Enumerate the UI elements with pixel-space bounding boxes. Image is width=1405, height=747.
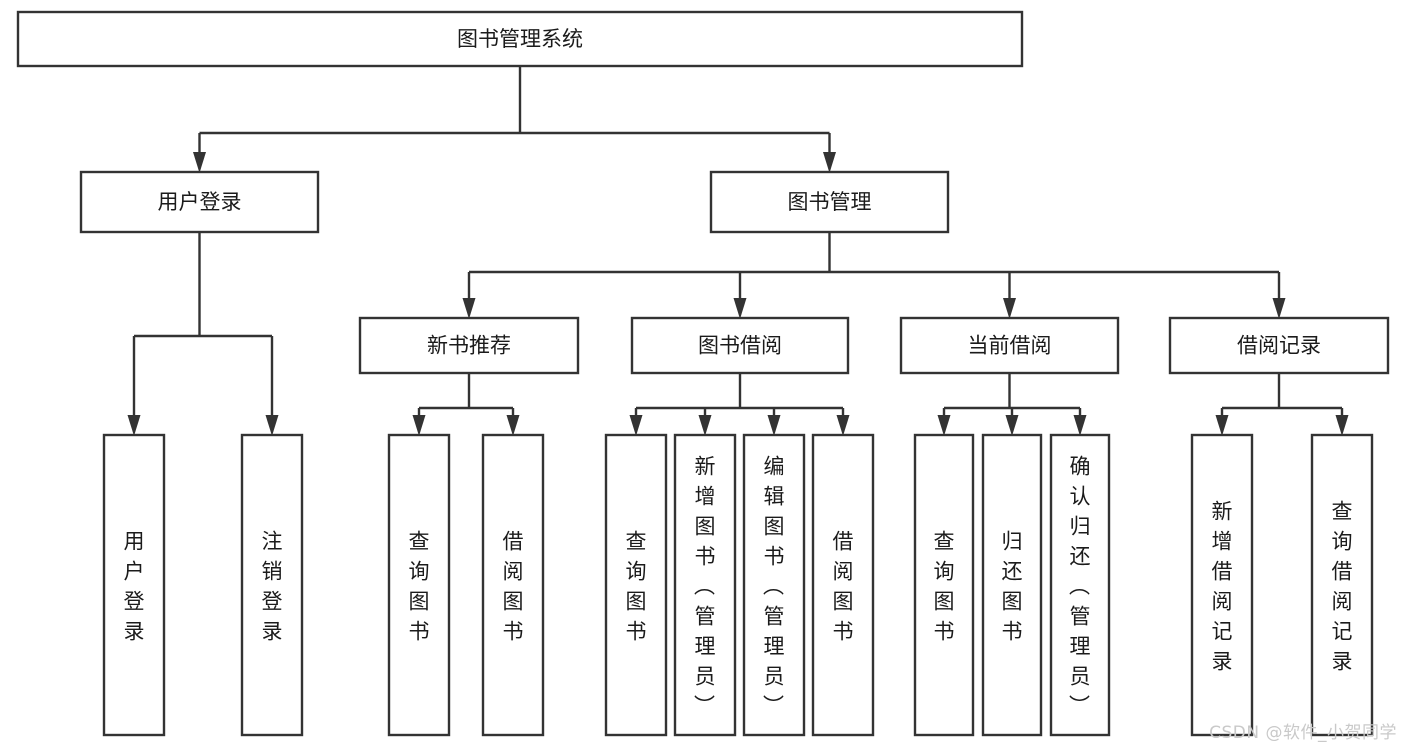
node-box-leaf-borrow-lend[interactable] <box>811 433 875 737</box>
node-box-login[interactable] <box>79 170 320 234</box>
node-leaf-record-add[interactable]: 新增借阅记录 <box>1190 433 1254 737</box>
node-label-leaf-record-query: 查询借阅记录 <box>1332 499 1353 673</box>
node-label-login: 用户登录 <box>158 190 242 214</box>
node-box-leaf-record-add[interactable] <box>1190 433 1254 737</box>
node-leaf-borrow-lend[interactable]: 借阅图书 <box>811 433 875 737</box>
node-label-leaf-current-return: 归还图书 <box>1002 529 1023 643</box>
arrow-head-icon <box>1335 415 1349 436</box>
node-box-leaf-user-login[interactable] <box>102 433 166 737</box>
arrow-head-icon <box>836 415 850 436</box>
node-leaf-current-query[interactable]: 查询图书 <box>913 433 975 737</box>
arrow-head-icon <box>193 152 206 173</box>
node-login[interactable]: 用户登录 <box>79 170 320 234</box>
arrow-head-icon <box>506 415 520 436</box>
node-leaf-record-query[interactable]: 查询借阅记录 <box>1310 433 1374 737</box>
node-box-leaf-user-logout[interactable] <box>240 433 304 737</box>
node-box-leaf-new-borrow[interactable] <box>481 433 545 737</box>
node-label-leaf-user-logout: 注销登录 <box>262 529 283 643</box>
arrow-head-icon <box>823 152 836 173</box>
node-label-bookmgmt: 图书管理 <box>788 190 872 214</box>
arrow-head-icon <box>733 298 747 319</box>
node-box-borrow[interactable] <box>630 316 850 375</box>
node-leaf-user-logout[interactable]: 注销登录 <box>240 433 304 737</box>
node-leaf-borrow-query[interactable]: 查询图书 <box>604 433 668 737</box>
node-label-leaf-current-confirm: 确认归还（管理员） <box>1069 454 1091 718</box>
node-label-leaf-borrow-add: 新增图书（管理员） <box>694 454 716 718</box>
node-records[interactable]: 借阅记录 <box>1168 316 1390 375</box>
node-label-borrow: 图书借阅 <box>698 334 782 358</box>
node-borrow[interactable]: 图书借阅 <box>630 316 850 375</box>
arrow-head-icon <box>127 415 141 436</box>
arrow-head-icon <box>767 415 781 436</box>
node-label-root: 图书管理系统 <box>457 27 583 51</box>
node-leaf-borrow-add[interactable]: 新增图书（管理员） <box>673 433 737 737</box>
arrow-head-icon <box>629 415 643 436</box>
arrow-head-icon <box>1005 415 1019 436</box>
node-label-leaf-user-login: 用户登录 <box>124 529 145 643</box>
node-box-root[interactable] <box>16 10 1024 68</box>
node-current[interactable]: 当前借阅 <box>899 316 1120 375</box>
node-leaf-current-confirm[interactable]: 确认归还（管理员） <box>1049 433 1111 737</box>
node-box-leaf-current-query[interactable] <box>913 433 975 737</box>
node-box-leaf-new-query[interactable] <box>387 433 451 737</box>
node-label-leaf-record-add: 新增借阅记录 <box>1212 499 1233 673</box>
node-leaf-borrow-edit[interactable]: 编辑图书（管理员） <box>742 433 806 737</box>
node-label-current: 当前借阅 <box>968 334 1052 358</box>
node-box-leaf-current-confirm[interactable] <box>1049 433 1111 737</box>
arrow-head-icon <box>698 415 712 436</box>
node-box-leaf-borrow-add[interactable] <box>673 433 737 737</box>
edges-layer <box>127 66 1349 436</box>
node-box-newbooks[interactable] <box>358 316 580 375</box>
arrow-head-icon <box>1003 298 1016 319</box>
node-bookmgmt[interactable]: 图书管理 <box>709 170 950 234</box>
node-label-leaf-borrow-query: 查询图书 <box>626 529 647 643</box>
arrow-head-icon <box>1073 415 1087 436</box>
node-label-leaf-current-query: 查询图书 <box>934 529 955 643</box>
node-box-bookmgmt[interactable] <box>709 170 950 234</box>
node-box-leaf-current-return[interactable] <box>981 433 1043 737</box>
node-box-leaf-record-query[interactable] <box>1310 433 1374 737</box>
nodes-layer: 图书管理系统用户登录图书管理新书推荐图书借阅当前借阅借阅记录用户登录注销登录查询… <box>16 10 1390 737</box>
node-leaf-new-borrow[interactable]: 借阅图书 <box>481 433 545 737</box>
node-box-leaf-borrow-query[interactable] <box>604 433 668 737</box>
node-label-leaf-borrow-lend: 借阅图书 <box>833 529 854 643</box>
node-leaf-user-login[interactable]: 用户登录 <box>102 433 166 737</box>
node-box-records[interactable] <box>1168 316 1390 375</box>
node-box-leaf-borrow-edit[interactable] <box>742 433 806 737</box>
node-newbooks[interactable]: 新书推荐 <box>358 316 580 375</box>
arrow-head-icon <box>937 415 951 436</box>
arrow-head-icon <box>265 415 279 436</box>
arrow-head-icon <box>1215 415 1229 436</box>
node-label-records: 借阅记录 <box>1237 334 1321 358</box>
node-leaf-new-query[interactable]: 查询图书 <box>387 433 451 737</box>
node-box-current[interactable] <box>899 316 1120 375</box>
node-root[interactable]: 图书管理系统 <box>16 10 1024 68</box>
node-label-leaf-new-borrow: 借阅图书 <box>503 529 524 643</box>
arrow-head-icon <box>462 298 476 319</box>
node-leaf-current-return[interactable]: 归还图书 <box>981 433 1043 737</box>
node-label-leaf-new-query: 查询图书 <box>409 529 430 643</box>
node-label-leaf-borrow-edit: 编辑图书（管理员） <box>763 454 785 718</box>
node-label-newbooks: 新书推荐 <box>427 334 511 358</box>
arrow-head-icon <box>1272 298 1286 319</box>
arrow-head-icon <box>412 415 426 436</box>
